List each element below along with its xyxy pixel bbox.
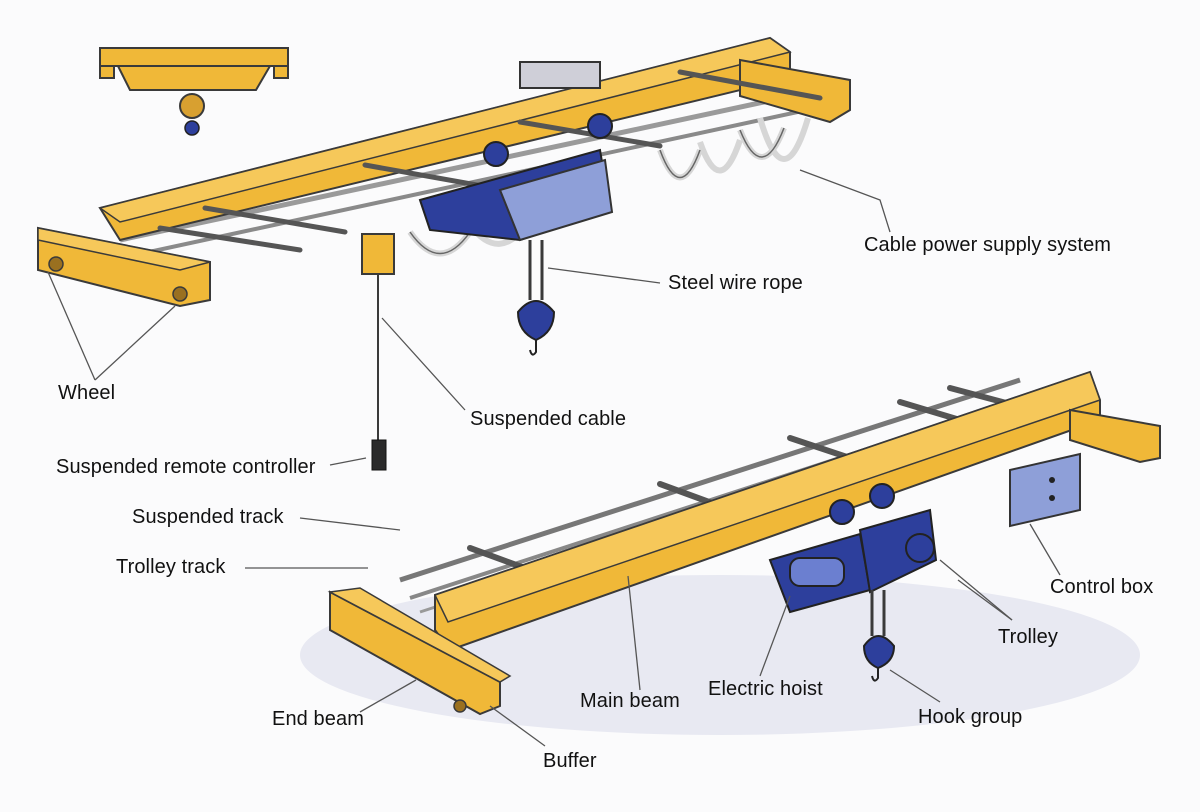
label-cable-power-supply-system: Cable power supply system: [864, 234, 1112, 256]
label-main-beam: Main beam: [580, 690, 680, 712]
label-wheel: Wheel: [58, 382, 116, 404]
label-steel-wire-rope: Steel wire rope: [668, 272, 803, 294]
label-hook-group: Hook group: [918, 706, 1023, 728]
label-suspended-cable: Suspended cable: [470, 408, 627, 430]
label-buffer: Buffer: [543, 750, 597, 772]
end-beam-inset: [99, 47, 289, 136]
label-trolley-track: Trolley track: [116, 556, 226, 578]
label-trolley: Trolley: [998, 626, 1058, 648]
label-electric-hoist: Electric hoist: [708, 678, 823, 700]
upper-crane: [37, 36, 851, 471]
leader-lines: [47, 169, 1061, 747]
label-end-beam: End beam: [272, 708, 364, 730]
lower-crane: [327, 370, 1161, 716]
label-suspended-remote-controller: Suspended remote controller: [56, 456, 316, 478]
label-suspended-track: Suspended track: [132, 506, 284, 528]
label-control-box: Control box: [1050, 576, 1154, 598]
